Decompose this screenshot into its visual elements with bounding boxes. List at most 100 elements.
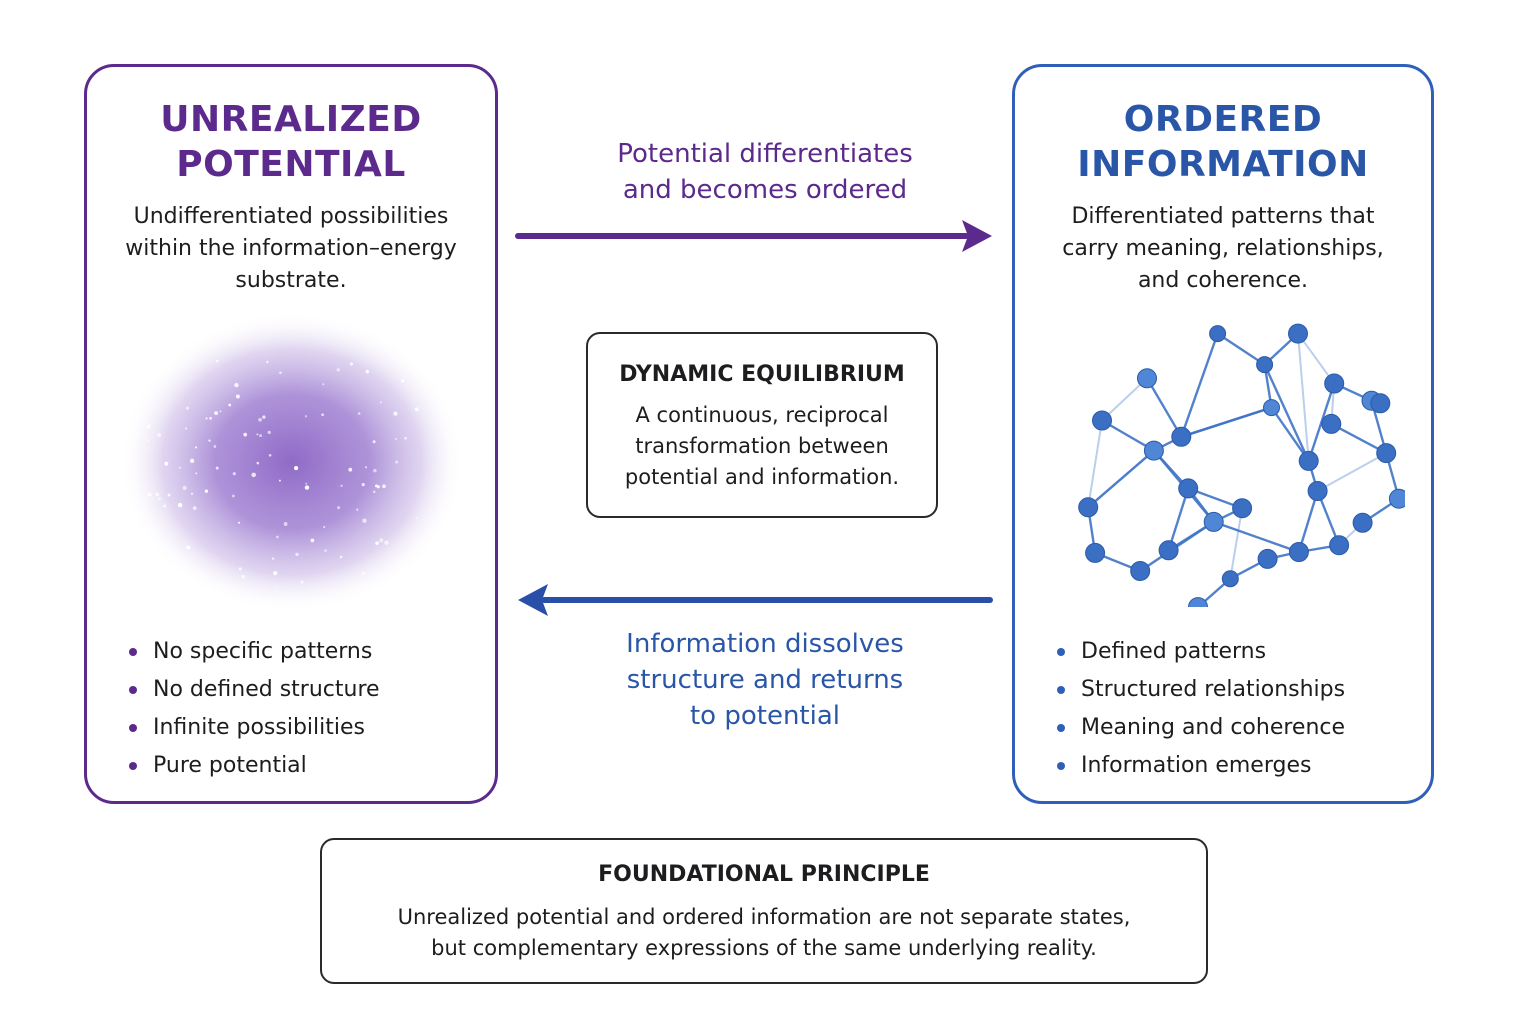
cloud-speck	[178, 466, 181, 469]
network-edge	[1297, 333, 1336, 385]
potential-cloud-illustration	[120, 312, 464, 612]
list-item: Meaning and coherence	[1055, 709, 1345, 747]
cloud-speck	[324, 549, 327, 552]
dissolution-arrow-label: Information dissolves structure and retu…	[560, 626, 970, 734]
cloud-speck	[214, 411, 219, 416]
network-node	[1256, 356, 1274, 374]
cloud-speck	[157, 497, 161, 501]
cloud-speck	[379, 538, 384, 543]
bullet-text: Infinite possibilities	[153, 715, 365, 740]
cloud-speck	[235, 394, 240, 399]
cloud-speck	[272, 557, 275, 560]
cloud-speck	[323, 526, 326, 528]
cloud-speck	[276, 535, 279, 539]
list-item: Defined patterns	[1055, 633, 1345, 671]
cloud-speck	[364, 466, 368, 469]
cloud-speck	[294, 466, 299, 471]
cloud-speck	[268, 453, 272, 457]
cloud-speck	[393, 411, 398, 416]
ordered-information-panel: ORDERED INFORMATION Differentiated patte…	[1012, 64, 1434, 804]
cloud-speck	[340, 484, 343, 487]
text-line: Unrealized potential and ordered informa…	[397, 905, 1131, 929]
bullet-dot	[1057, 648, 1065, 656]
dissolution-arrow	[518, 584, 993, 616]
list-item: Structured relationships	[1055, 671, 1345, 709]
network-node	[1324, 373, 1345, 394]
cloud-speck	[241, 574, 245, 579]
text-line: but complementary expressions of the sam…	[431, 936, 1097, 960]
cloud-speck	[262, 415, 266, 419]
text-line: A continuous, reciprocal	[635, 403, 889, 427]
title-line: UNREALIZED	[160, 99, 422, 140]
network-edge	[1167, 488, 1190, 551]
network-node	[1370, 393, 1391, 414]
cloud-speck	[357, 412, 361, 415]
cloud-speck	[375, 484, 378, 488]
network-node	[1143, 440, 1164, 461]
cloud-speck	[414, 407, 419, 412]
cloud-speck	[231, 494, 235, 498]
cloud-speck	[382, 484, 386, 489]
network-node	[1232, 498, 1253, 519]
cloud-speck	[146, 424, 151, 429]
network-edge	[1297, 490, 1319, 553]
network-node	[1171, 426, 1192, 447]
list-item: Pure potential	[127, 747, 380, 785]
network-edge	[1087, 420, 1103, 508]
cloud-speck	[295, 552, 299, 557]
bullet-text: Structured relationships	[1081, 677, 1346, 702]
network-edge	[1180, 333, 1219, 438]
cloud-speck	[155, 492, 159, 497]
cloud-speck	[232, 472, 236, 476]
network-node	[1307, 481, 1328, 501]
dynamic-equilibrium-text: A continuous, reciprocal transformation …	[588, 400, 936, 493]
cloud-speck	[279, 371, 282, 375]
cloud-speck	[189, 458, 195, 463]
cloud-speck	[401, 379, 405, 383]
cloud-speck	[384, 540, 389, 545]
cloud-speck	[238, 567, 242, 571]
cloud-speck	[228, 403, 232, 407]
cloud-speck	[215, 466, 219, 470]
bullet-text: Information emerges	[1081, 753, 1312, 778]
cloud-speck	[177, 502, 183, 508]
description-line: within the information–energy	[125, 236, 457, 261]
cloud-speck	[163, 504, 167, 508]
differentiation-arrow	[515, 220, 992, 252]
cloud-speck	[275, 585, 278, 588]
network-node	[1388, 488, 1405, 509]
unrealized-potential-title: UNREALIZED POTENTIAL	[87, 97, 495, 187]
cloud-speck	[304, 415, 308, 418]
cloud-speck	[278, 479, 281, 482]
network-node	[1078, 497, 1099, 518]
cloud-speck	[322, 383, 325, 386]
cloud-speck	[219, 410, 222, 413]
cloud-speck	[190, 492, 194, 495]
network-edge	[1330, 422, 1387, 455]
foundational-principle-title: FOUNDATIONAL PRINCIPLE	[598, 862, 930, 887]
network-node	[1288, 323, 1308, 344]
bullet-text: No specific patterns	[153, 639, 373, 664]
list-item: Information emerges	[1055, 747, 1345, 785]
bullet-dot	[129, 648, 137, 656]
network-node	[1203, 511, 1224, 532]
cloud-speck	[185, 427, 188, 430]
bullet-dot	[1057, 724, 1065, 732]
dynamic-equilibrium-box: DYNAMIC EQUILIBRIUM A continuous, recipr…	[586, 332, 938, 518]
cloud-speck	[339, 555, 343, 559]
cloud-speck	[395, 460, 399, 464]
cloud-speck	[348, 467, 353, 472]
cloud-speck	[337, 506, 341, 510]
cloud-speck	[147, 492, 152, 497]
cloud-speck	[195, 446, 198, 449]
cloud-speck	[321, 413, 324, 417]
network-edge	[1087, 449, 1155, 509]
list-item: No specific patterns	[127, 633, 380, 671]
description-line: substrate.	[235, 268, 347, 293]
unrealized-potential-description: Undifferentiated possibilities within th…	[107, 201, 475, 297]
network-node	[1257, 548, 1278, 569]
bullet-dot	[1057, 762, 1065, 770]
network-edge	[1317, 452, 1387, 492]
cloud-speck	[415, 516, 418, 520]
cloud-speck	[349, 362, 354, 366]
